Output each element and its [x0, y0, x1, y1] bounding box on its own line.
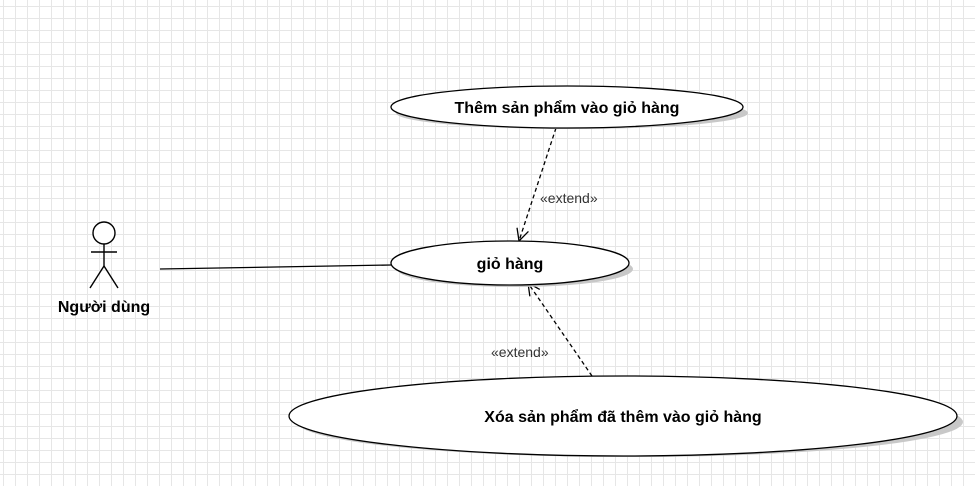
- extend-relation-top[interactable]: «extend»: [519, 127, 598, 241]
- use-case-add-to-cart[interactable]: Thêm sản phẩm vào giỏ hàng: [390, 85, 748, 129]
- use-case-label: Thêm sản phẩm vào giỏ hàng: [455, 99, 680, 117]
- extend-arrow-top: [519, 127, 557, 241]
- use-case-ellipse: [390, 85, 744, 129]
- use-case-ellipse: [390, 240, 630, 286]
- use-case-ellipse: [288, 375, 958, 457]
- use-case-remove-added[interactable]: Xóa sản phẩm đã thêm vào giỏ hàng: [288, 375, 963, 457]
- extend-arrow-bottom: [528, 283, 593, 377]
- stick-figure-icon: [89, 221, 119, 289]
- extend-label-top: «extend»: [540, 190, 598, 206]
- extend-label-bottom: «extend»: [491, 344, 549, 360]
- extend-relation-bottom[interactable]: «extend»: [491, 283, 593, 377]
- actor-nguoi-dung[interactable]: Người dùng: [58, 221, 150, 316]
- actor-label: Người dùng: [58, 299, 150, 316]
- association-line[interactable]: [159, 264, 392, 270]
- use-case-label: giỏ hàng: [477, 256, 544, 273]
- use-case-cart[interactable]: giỏ hàng: [390, 240, 633, 287]
- use-case-label: Xóa sản phẩm đã thêm vào giỏ hàng: [484, 408, 761, 426]
